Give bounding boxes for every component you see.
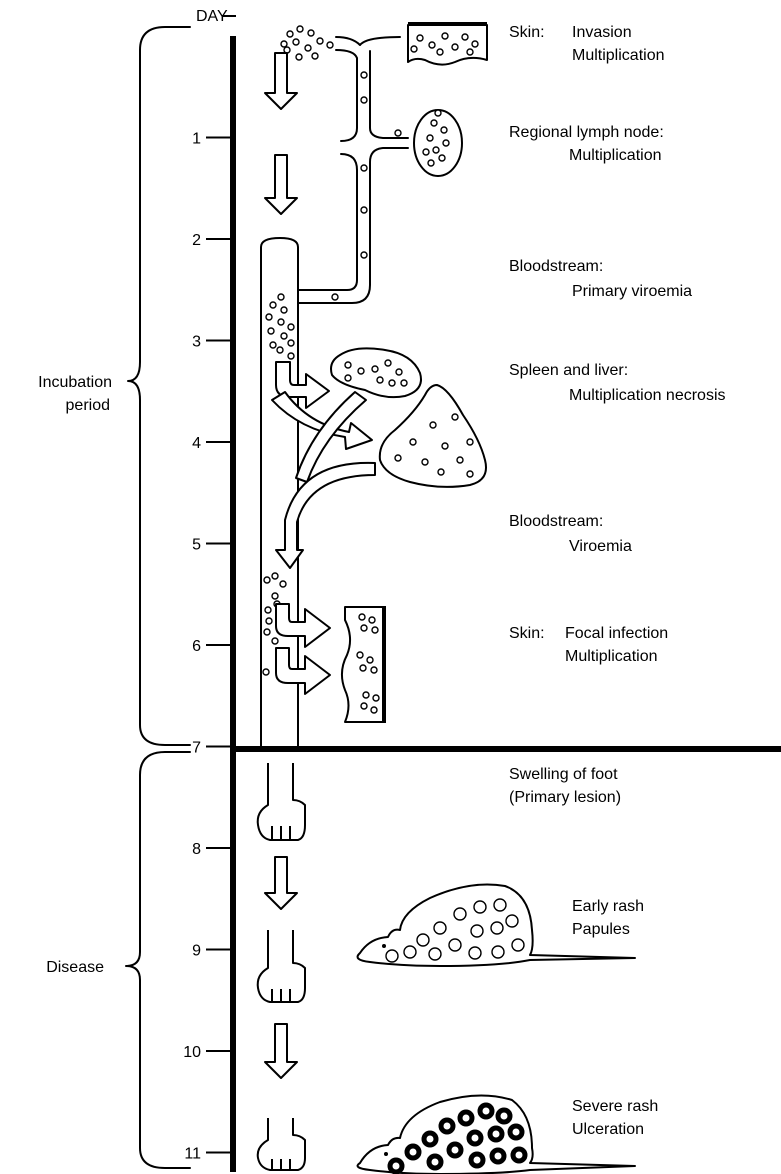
axis-tick-label: 5: [192, 537, 201, 554]
progression-arrow-4: [265, 1024, 297, 1078]
foot-day-11: [258, 1118, 305, 1170]
progression-arrow-2: [265, 155, 297, 214]
axis-tick-label: 4: [192, 435, 201, 452]
skin-entry-site: [408, 24, 487, 65]
progression-arrow-1: [265, 53, 297, 109]
stage-detail: Viroemia: [569, 538, 632, 555]
foot-day-9: [258, 930, 305, 1002]
axis-tick-label: 9: [192, 943, 201, 960]
stage-heading: Regional lymph node:: [509, 124, 664, 141]
inoculum-virus-cluster: [281, 26, 333, 60]
axis-tick-label: 10: [183, 1044, 201, 1061]
progression-arrow-3: [265, 857, 297, 909]
flow-from-liver-to-blood: [276, 463, 375, 568]
axis-tick-label: 3: [192, 334, 201, 351]
stage-label: Swelling of foot(Primary lesion): [509, 766, 621, 806]
regional-lymph-node: [414, 110, 462, 176]
axis-tick-label: 2: [192, 232, 201, 249]
axis-tick-label: 8: [192, 841, 201, 858]
stage-detail: Primary viroemia: [572, 283, 692, 300]
spleen: [331, 348, 421, 397]
incubation-bracket: [128, 27, 190, 745]
skin-focal-infection: [342, 606, 384, 723]
disease-bracket: [126, 752, 190, 1168]
lymphatic-vessel: [298, 37, 408, 303]
stage-detail: Multiplication necrosis: [569, 387, 726, 404]
axis-ticks: 1 2 3 4 5 6 7 8 9 10 11: [183, 131, 233, 1163]
stage-label: Regional lymph node: Multiplication: [509, 124, 664, 164]
axis-tick-label: 7: [192, 740, 201, 757]
stage-detail: Multiplication: [569, 147, 661, 164]
stage-heading: Spleen and liver:: [509, 362, 628, 379]
disease-label: Disease: [46, 959, 104, 976]
stage-detail: Swelling of foot(Primary lesion): [509, 766, 621, 806]
flow-to-skin-2: [276, 648, 330, 694]
stage-heading: Bloodstream:: [509, 258, 603, 275]
axis-tick-label: 11: [184, 1146, 201, 1163]
stage-heading: Skin:: [509, 625, 545, 642]
axis-tick-label: 6: [192, 638, 201, 655]
stage-label: Bloodstream: Viroemia: [509, 513, 632, 555]
axis-tick-label: 1: [192, 131, 201, 148]
foot-day-8: [258, 763, 305, 840]
flow-to-skin-1: [276, 604, 330, 647]
stage-heading: Skin:: [509, 24, 545, 41]
stage-heading: Bloodstream:: [509, 513, 603, 530]
stage-label: Spleen and liver: Multiplication necrosis: [509, 362, 726, 404]
stage-label: Bloodstream: Primary viroemia: [509, 258, 692, 300]
liver: [380, 385, 486, 487]
